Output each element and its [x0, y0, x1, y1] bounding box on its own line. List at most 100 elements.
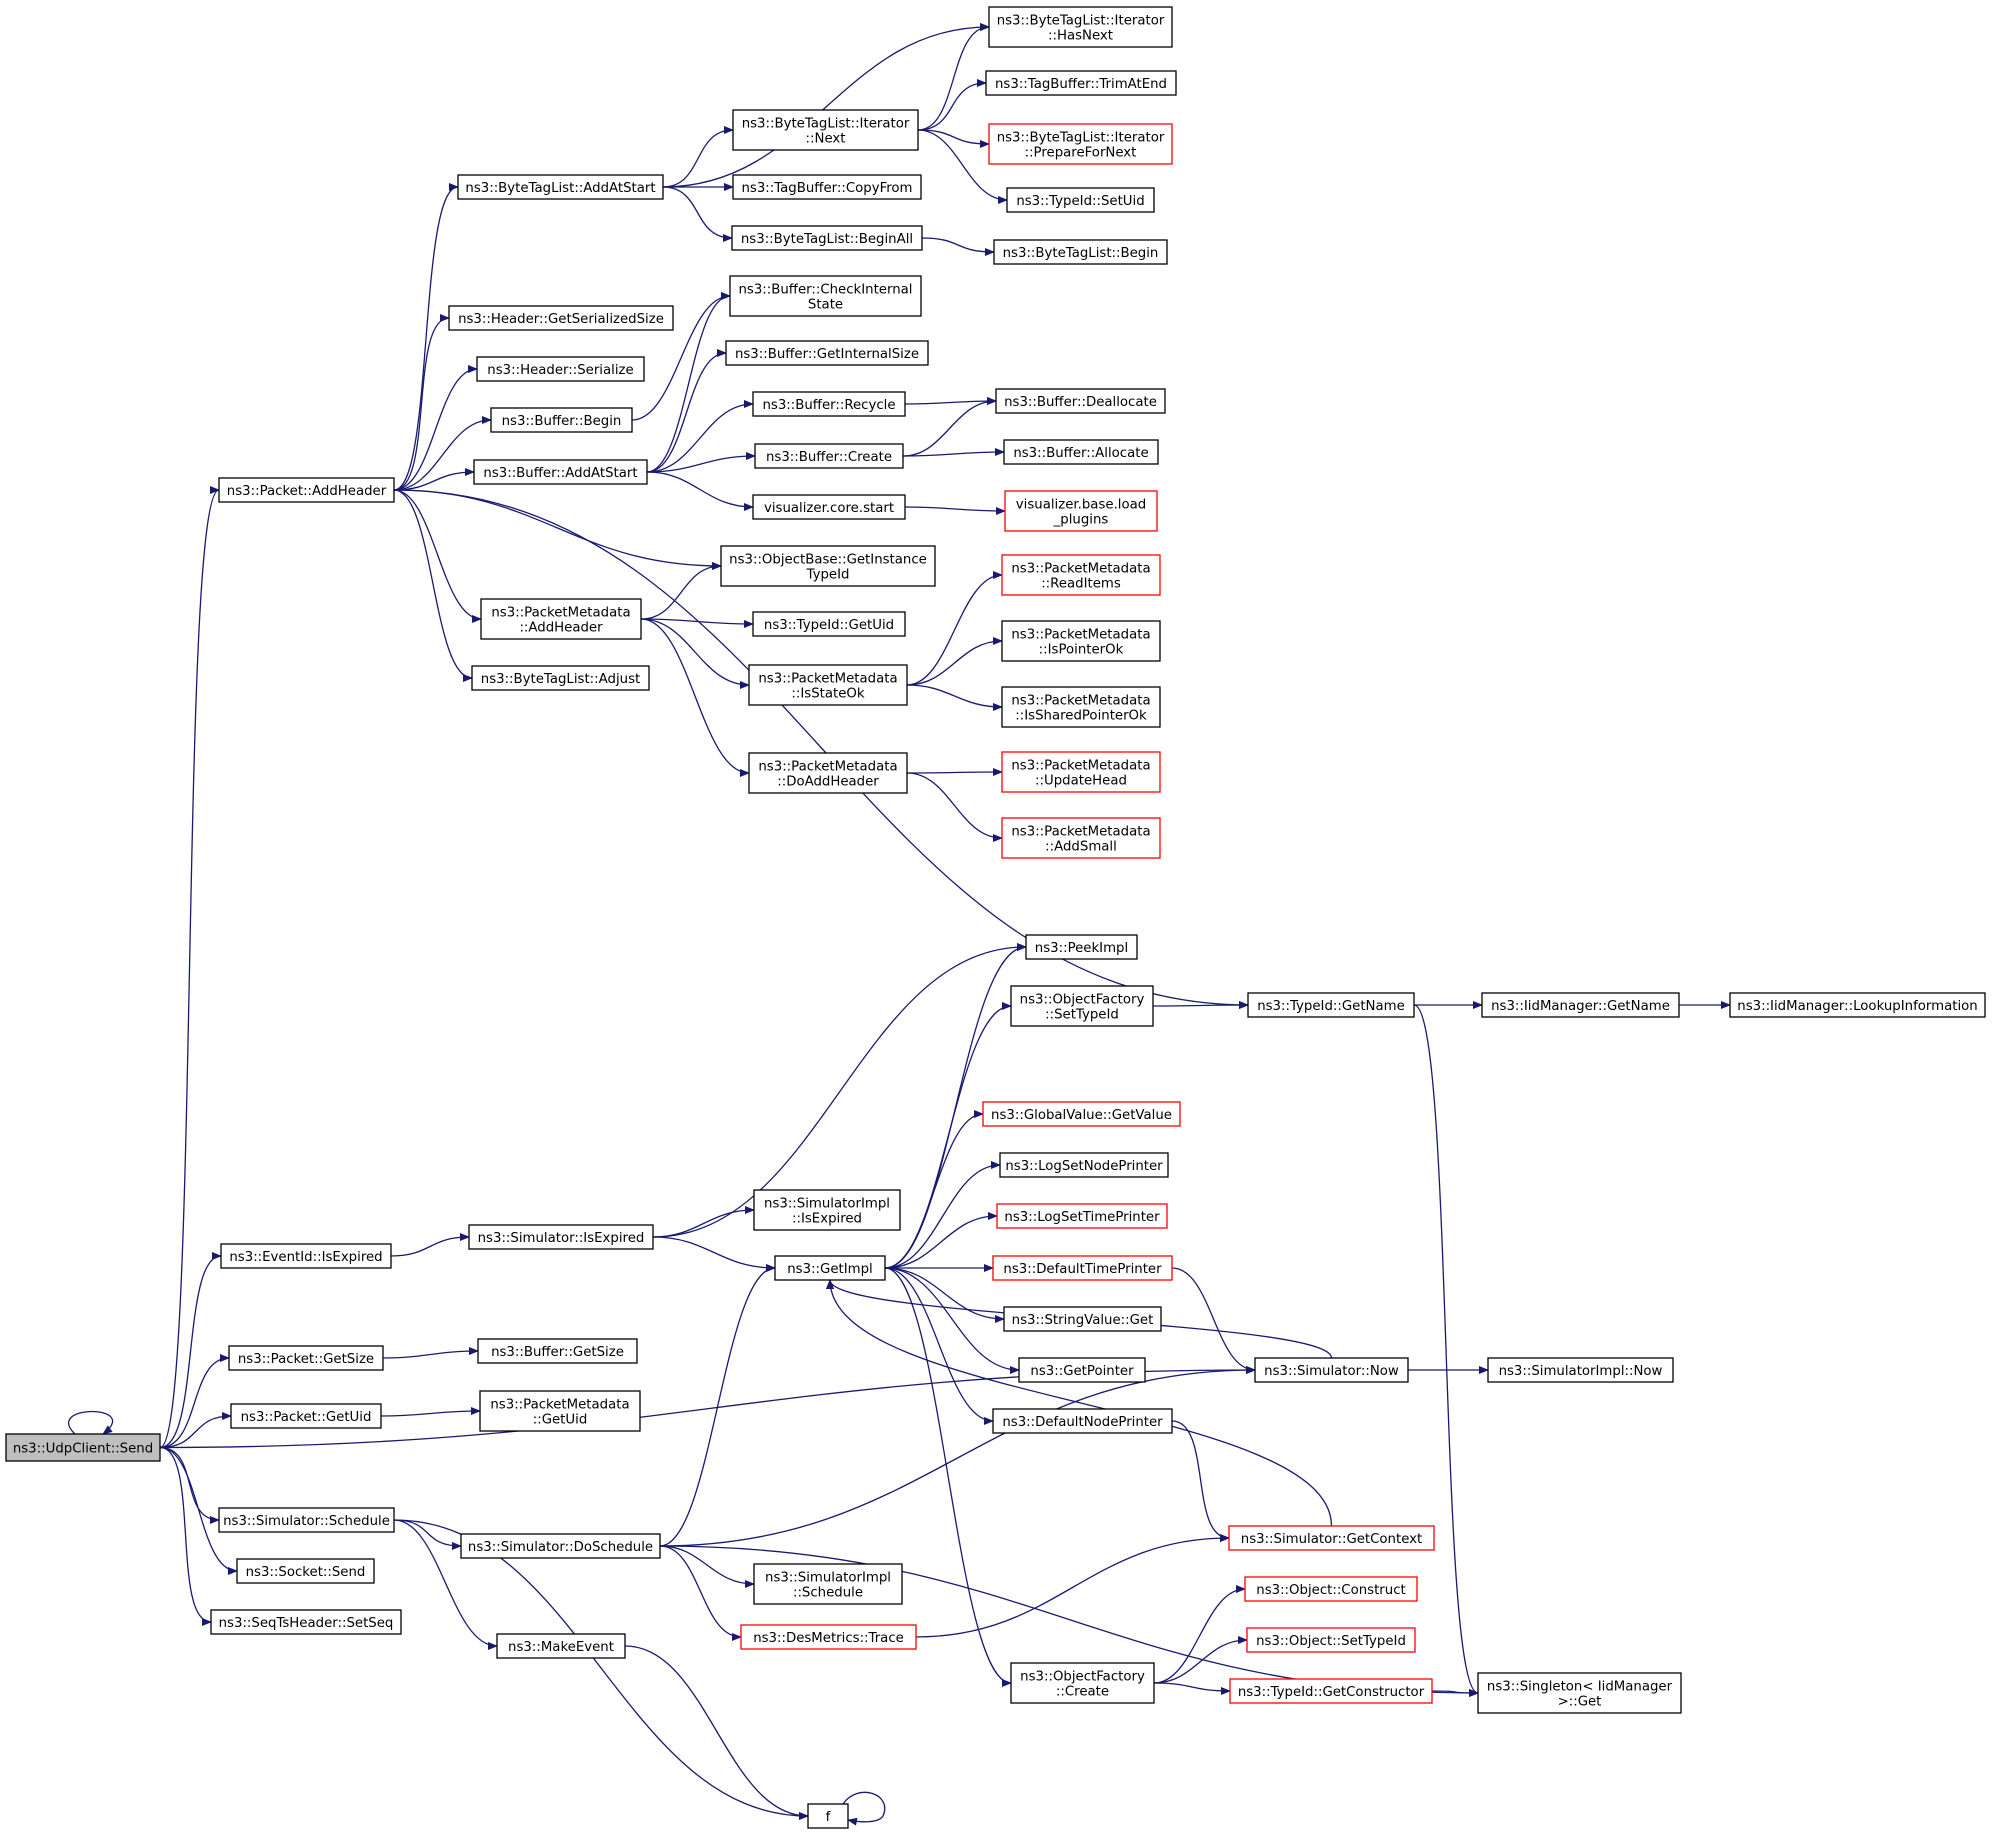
node-buffer-getsize[interactable]: ns3::Buffer::GetSize — [477, 1338, 638, 1364]
node-packetmetadata-doaddheader[interactable]: ns3::PacketMetadata::DoAddHeader — [748, 752, 908, 794]
node-label: ns3::ObjectFactory — [1020, 993, 1145, 1008]
node-stringvalue-get[interactable]: ns3::StringValue::Get — [1003, 1306, 1162, 1332]
node-header-getserializedsize[interactable]: ns3::Header::GetSerializedSize — [448, 305, 674, 331]
node-defaultnodeprinter[interactable]: ns3::DefaultNodePrinter — [992, 1408, 1173, 1434]
node-typeid-setuid[interactable]: ns3::TypeId::SetUid — [1006, 187, 1155, 213]
node-packetmetadata-readitems[interactable]: ns3::PacketMetadata::ReadItems — [1001, 554, 1161, 596]
node-object-construct[interactable]: ns3::Object::Construct — [1244, 1576, 1418, 1602]
edge-packetmetadata-addheader-to-packetmetadata-isstateok — [640, 618, 750, 689]
node-simulatorimpl-isexpired[interactable]: ns3::SimulatorImpl::IsExpired — [753, 1189, 901, 1231]
node-packetmetadata-addheader[interactable]: ns3::PacketMetadata::AddHeader — [480, 598, 642, 640]
node-packetmetadata-ispointerok[interactable]: ns3::PacketMetadata::IsPointerOk — [1001, 620, 1161, 662]
node-logsettimeprinter[interactable]: ns3::LogSetTimePrinter — [996, 1203, 1168, 1229]
node-label: ns3::Simulator::Schedule — [223, 1514, 390, 1529]
node-seqtsheader-setseq[interactable]: ns3::SeqTsHeader::SetSeq — [210, 1609, 402, 1635]
edge-desmetrics-trace-to-simulator-getcontext — [915, 1534, 1230, 1638]
node-box — [992, 1255, 1173, 1281]
edge-bytetaglist-addatstart-to-bytetaglist-iterator-hasnext — [662, 23, 990, 188]
node-box — [1018, 1357, 1146, 1383]
edge-packetmetadata-addheader-to-typeid-getuid — [640, 618, 754, 628]
node-defaulttimeprinter[interactable]: ns3::DefaultTimePrinter — [992, 1255, 1173, 1281]
edge-packet-addheader-to-packetmetadata-addheader — [393, 489, 482, 623]
node-objectfactory-settypeid[interactable]: ns3::ObjectFactory::SetTypeId — [1010, 985, 1154, 1027]
node-packetmetadata-updatehead[interactable]: ns3::PacketMetadata::UpdateHead — [1001, 751, 1161, 793]
node-simulator-isexpired[interactable]: ns3::Simulator::IsExpired — [468, 1224, 654, 1250]
node-buffer-deallocate[interactable]: ns3::Buffer::Deallocate — [995, 388, 1166, 414]
node-packet-getsize[interactable]: ns3::Packet::GetSize — [228, 1345, 384, 1371]
node-bytetaglist-iterator-hasnext[interactable]: ns3::ByteTagList::Iterator::HasNext — [988, 6, 1173, 48]
node-label: f — [826, 1810, 831, 1825]
node-getimpl[interactable]: ns3::GetImpl — [774, 1255, 886, 1281]
node-udpclient-send[interactable]: ns3::UdpClient::Send — [5, 1433, 161, 1462]
node-singleton-iidmanager-get[interactable]: ns3::Singleton< IidManager>::Get — [1477, 1672, 1682, 1714]
node-logsetnodeprinter[interactable]: ns3::LogSetNodePrinter — [999, 1152, 1169, 1178]
node-visualizer-core-start[interactable]: visualizer.core.start — [752, 494, 906, 520]
edge-typeid-getconstructor-to-singleton-iidmanager-get — [1431, 1688, 1479, 1697]
node-header-serialize[interactable]: ns3::Header::Serialize — [476, 356, 645, 382]
node-bytetaglist-adjust[interactable]: ns3::ByteTagList::Adjust — [471, 665, 650, 691]
node-box — [1228, 1525, 1435, 1551]
node-box — [985, 70, 1177, 96]
node-tagbuffer-trimatend[interactable]: ns3::TagBuffer::TrimAtEnd — [985, 70, 1177, 96]
node-simulator-now[interactable]: ns3::Simulator::Now — [1254, 1357, 1409, 1383]
node-iidmanager-lookupinformation[interactable]: ns3::IidManager::LookupInformation — [1729, 992, 1986, 1018]
node-object-settypeid[interactable]: ns3::Object::SetTypeId — [1246, 1627, 1416, 1653]
node-iidmanager-getname[interactable]: ns3::IidManager::GetName — [1481, 992, 1680, 1018]
node-makeevent[interactable]: ns3::MakeEvent — [496, 1633, 626, 1659]
node-box — [1247, 992, 1415, 1018]
node-simulator-getcontext[interactable]: ns3::Simulator::GetContext — [1228, 1525, 1435, 1551]
node-eventid-isexpired[interactable]: ns3::EventId::IsExpired — [220, 1243, 392, 1269]
node-label: ns3::DefaultTimePrinter — [1003, 1262, 1162, 1277]
edge-defaulttimeprinter-to-simulator-now — [1171, 1267, 1256, 1374]
node-box — [752, 494, 906, 520]
node-bytetaglist-beginall[interactable]: ns3::ByteTagList::BeginAll — [731, 225, 923, 251]
node-simulator-doschedule[interactable]: ns3::Simulator::DoSchedule — [460, 1533, 661, 1559]
edge-objectfactory-settypeid-to-typeid-getname — [1152, 1001, 1249, 1010]
node-peekimpl[interactable]: ns3::PeekImpl — [1025, 934, 1138, 960]
node-packet-addheader[interactable]: ns3::Packet::AddHeader — [218, 477, 395, 503]
node-bytetaglist-iterator-next[interactable]: ns3::ByteTagList::Iterator::Next — [732, 109, 919, 151]
node-box — [988, 123, 1173, 165]
node-socket-send[interactable]: ns3::Socket::Send — [236, 1558, 375, 1584]
node-box — [729, 275, 922, 317]
node-simulator-schedule[interactable]: ns3::Simulator::Schedule — [218, 1507, 395, 1533]
node-objectfactory-create[interactable]: ns3::ObjectFactory::Create — [1010, 1662, 1155, 1704]
node-packetmetadata-addsmall[interactable]: ns3::PacketMetadata::AddSmall — [1001, 817, 1161, 859]
edge-packet-addheader-to-header-getserializedsize — [393, 314, 450, 491]
node-buffer-create[interactable]: ns3::Buffer::Create — [754, 443, 904, 469]
node-bytetaglist-addatstart[interactable]: ns3::ByteTagList::AddAtStart — [457, 174, 664, 200]
node-typeid-getconstructor[interactable]: ns3::TypeId::GetConstructor — [1229, 1678, 1433, 1704]
node-buffer-begin[interactable]: ns3::Buffer::Begin — [490, 407, 633, 433]
node-typeid-getname[interactable]: ns3::TypeId::GetName — [1247, 992, 1415, 1018]
node-buffer-recycle[interactable]: ns3::Buffer::Recycle — [752, 391, 906, 417]
node-f[interactable]: f — [807, 1803, 849, 1829]
node-box — [1003, 1306, 1162, 1332]
node-label: ::AddSmall — [1045, 840, 1117, 855]
node-box — [473, 459, 648, 485]
node-bytetaglist-begin[interactable]: ns3::ByteTagList::Begin — [993, 239, 1168, 265]
node-label: ns3::SimulatorImpl::Now — [1499, 1364, 1663, 1379]
node-simulatorimpl-schedule[interactable]: ns3::SimulatorImpl::Schedule — [753, 1563, 903, 1605]
node-packet-getuid[interactable]: ns3::Packet::GetUid — [230, 1403, 382, 1429]
node-simulatorimpl-now[interactable]: ns3::SimulatorImpl::Now — [1487, 1357, 1674, 1383]
edge-bytetaglist-iterator-next-to-bytetaglist-iterator-preparefornext — [917, 129, 990, 148]
node-visualizer-base-load-plugins[interactable]: visualizer.base.load_plugins — [1004, 490, 1158, 532]
node-packetmetadata-isstateok[interactable]: ns3::PacketMetadata::IsStateOk — [748, 664, 908, 706]
node-desmetrics-trace[interactable]: ns3::DesMetrics::Trace — [740, 1624, 917, 1650]
node-buffer-allocate[interactable]: ns3::Buffer::Allocate — [1003, 439, 1159, 465]
node-packetmetadata-issharedpointerok[interactable]: ns3::PacketMetadata::IsSharedPointerOk — [1001, 686, 1161, 728]
node-typeid-getuid[interactable]: ns3::TypeId::GetUid — [752, 611, 906, 637]
node-bytetaglist-iterator-preparefornext[interactable]: ns3::ByteTagList::Iterator::PrepareForNe… — [988, 123, 1173, 165]
node-getpointer[interactable]: ns3::GetPointer — [1018, 1357, 1146, 1383]
node-tagbuffer-copyfrom[interactable]: ns3::TagBuffer::CopyFrom — [732, 174, 922, 200]
call-edges — [67, 23, 1731, 1826]
node-packetmetadata-getuid[interactable]: ns3::PacketMetadata::GetUid — [479, 1390, 641, 1432]
edge-buffer-recycle-to-buffer-deallocate — [904, 397, 997, 406]
node-buffer-addatstart[interactable]: ns3::Buffer::AddAtStart — [473, 459, 648, 485]
node-globalvalue-getvalue[interactable]: ns3::GlobalValue::GetValue — [982, 1101, 1181, 1127]
node-buffer-getinternalsize[interactable]: ns3::Buffer::GetInternalSize — [725, 340, 929, 366]
edge-packet-getsize-to-buffer-getsize — [382, 1347, 479, 1359]
node-label: ns3::Singleton< IidManager — [1487, 1680, 1673, 1695]
